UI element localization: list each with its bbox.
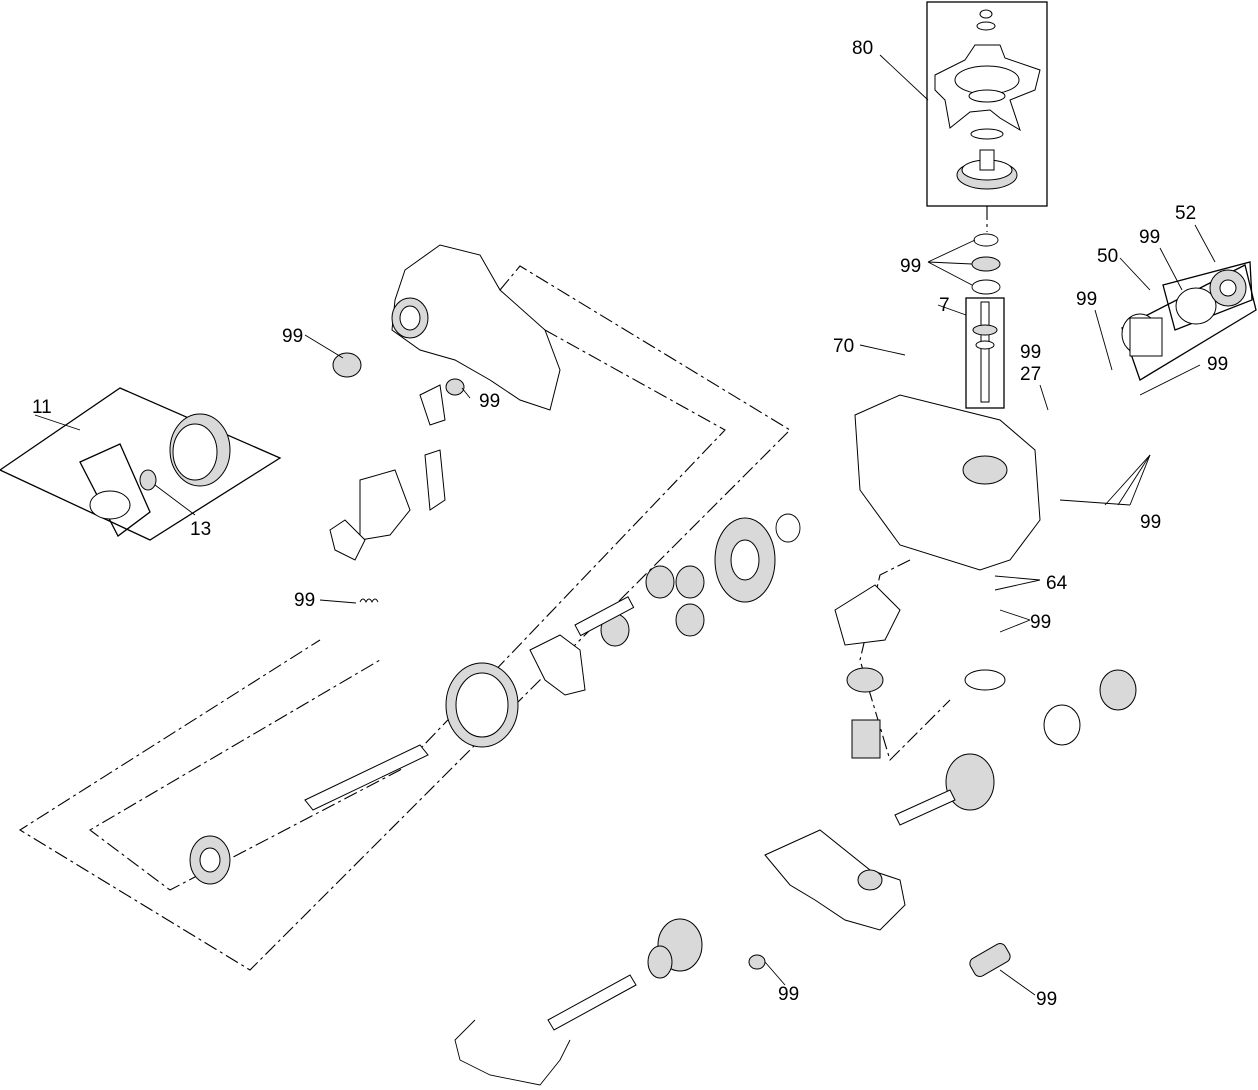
phantom-outline-inner [89, 329, 726, 891]
callout-99-filter: 99 [1139, 227, 1160, 248]
filter-assembly[interactable] [1121, 261, 1257, 381]
fan-assembly[interactable] [926, 1, 1048, 207]
callout-99-lower-seal: 99 [778, 984, 799, 1005]
callout-99-gasket: 99 [1036, 989, 1057, 1010]
callout-27: 27 [1020, 364, 1041, 385]
callout-52: 52 [1175, 203, 1196, 224]
callout-70: 70 [833, 336, 854, 357]
motor-hub[interactable] [894, 669, 1137, 826]
callout-99-small-seal: 99 [479, 391, 500, 412]
lower-shaft[interactable] [547, 918, 1012, 1031]
gear-train[interactable] [600, 513, 801, 647]
hub-assembly[interactable] [0, 387, 282, 541]
snap-ring [973, 233, 999, 247]
callout-13: 13 [190, 519, 211, 540]
center-section[interactable] [834, 584, 1006, 759]
callout-99-bottom-housing: 64 [1046, 573, 1068, 594]
o-ring [971, 279, 1001, 295]
callout-99-housing-seal: 99 [282, 326, 303, 347]
spring [359, 598, 379, 604]
callout-99-right-top: 99 [1076, 289, 1097, 310]
seal [971, 256, 1001, 272]
callout-99-rings-right: 99 [1140, 512, 1161, 533]
phantom-outline-lower [859, 559, 951, 762]
callout-7: 7 [939, 295, 950, 316]
callout-99-o-rings: 99 [1030, 612, 1051, 633]
brake-lever-group[interactable] [329, 352, 465, 561]
lower-housing[interactable] [764, 829, 906, 931]
callout-80: 80 [852, 38, 873, 59]
phantom-outline-outer [18, 265, 791, 971]
upper-housing[interactable] [391, 244, 561, 411]
callout-50: 50 [1097, 246, 1118, 267]
callout-99-right-mid: 99 [1207, 354, 1228, 375]
callout-64: 99 [294, 590, 315, 611]
main-housing[interactable] [854, 394, 1041, 571]
callout-11: 11 [32, 397, 52, 418]
callout-99-seals-upper: 99 [900, 256, 921, 277]
axle-shaft[interactable] [189, 744, 429, 885]
leader-lines [34, 54, 1216, 996]
hydraulic-line [454, 1019, 571, 1086]
axle-bracket[interactable] [529, 596, 635, 696]
ring-gear[interactable] [445, 662, 519, 748]
input-shaft-assembly[interactable] [965, 297, 1005, 409]
callout-99-above-27: 99 [1020, 342, 1041, 363]
